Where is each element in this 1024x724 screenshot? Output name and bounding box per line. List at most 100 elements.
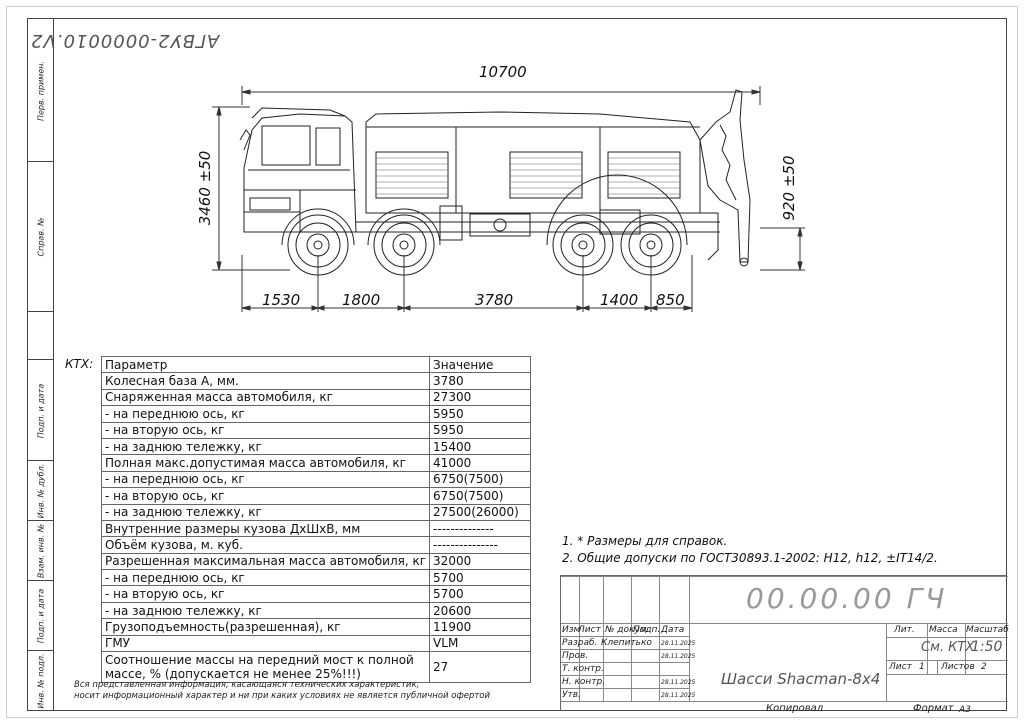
side-strip: Перв. примен. Справ. № Подп. и дата Инв.… <box>27 18 54 711</box>
specs-value: 11900 <box>429 618 531 636</box>
dim-rear-height: 920 ±50 <box>780 155 798 221</box>
tb-col-sign: Подп. <box>633 625 661 635</box>
tb-author: Клепитько <box>601 638 652 648</box>
dim-height: 3460 ±50 <box>196 150 214 226</box>
specs-header-param: Параметр <box>100 355 431 374</box>
tb-format-label: Формат <box>913 703 954 714</box>
disclaimer: Вся представленная информация, касающаяс… <box>74 680 490 702</box>
tb-lit-label: Лит. <box>894 625 915 635</box>
wheel-2 <box>373 214 435 276</box>
specs-value: VLM <box>429 634 531 653</box>
tb-title: Шасси Shacman-8x4 <box>721 670 881 688</box>
tb-sheet-label: Лист <box>889 662 912 672</box>
specs-value: 32000 <box>429 552 531 571</box>
drawing-notes: 1. * Размеры для справок. 2. Общие допус… <box>562 533 938 567</box>
tb-col-list: Лист <box>578 625 601 635</box>
tb-sheets-label: Листов <box>941 662 975 672</box>
tb-format-value: A3 <box>959 705 971 715</box>
specs-table: Параметр Значение Колесная база А, мм.37… <box>100 355 531 684</box>
specs-param: - на переднюю ось, кг <box>100 405 431 423</box>
tb-role-nkontr: Н. контр. <box>562 677 606 687</box>
specs-value: --------------- <box>429 536 531 554</box>
tb-designation: 00.00.00 ГЧ <box>746 582 948 615</box>
specs-value: 5950 <box>429 405 531 423</box>
wheel-1 <box>287 214 349 276</box>
tb-sheet-value: 1 <box>919 662 925 672</box>
specs-param: Разрешенная максимальная масса автомобил… <box>100 552 431 571</box>
tb-date-3: 28.11.2025 <box>661 679 696 686</box>
specs-param: Внутренние размеры кузова ДхШхВ, мм <box>100 519 431 538</box>
specs-row-ratio: Соотношение массы на передний мост к пол… <box>100 651 531 684</box>
specs-param: - на заднюю тележку, кг <box>100 503 431 521</box>
disclaimer-line-2: носит информационный характер и ни при к… <box>74 691 491 701</box>
rear-crane <box>699 89 751 267</box>
specs-value: 27500(26000) <box>429 503 531 521</box>
drawing-frame <box>53 18 1007 711</box>
truck-cab <box>239 107 357 233</box>
tb-scale-label: Масштаб <box>966 625 1009 635</box>
note-2: 2. Общие допуски по ГОСТ30893.1-2002: H1… <box>562 551 938 565</box>
tb-col-doc: № докум. <box>605 625 650 635</box>
specs-value: 20600 <box>429 601 531 620</box>
specs-param: Грузоподъемность(разрешенная), кг <box>100 618 431 636</box>
side-cell-first-use: Перв. примен. <box>28 19 54 162</box>
tb-mass-label: Масса <box>929 625 958 635</box>
tb-role-prov: Пров. <box>562 651 589 661</box>
side-cell-replace-inv: Взам. инв. № <box>28 521 54 581</box>
specs-param: - на переднюю ось, кг <box>100 470 431 489</box>
dim-segment-3: 3780 <box>475 291 514 309</box>
specs-row: Разрешенная максимальная масса автомобил… <box>100 552 531 571</box>
specs-value: 6750(7500) <box>429 487 531 505</box>
tb-date-4: 28.11.2025 <box>661 692 696 699</box>
wheel-4 <box>620 214 682 276</box>
height-dimension <box>212 106 290 271</box>
specs-param: - на вторую ось, кг <box>100 487 431 505</box>
specs-value: 3780 <box>429 372 531 390</box>
side-cell-sign-date-2: Подп. и дата <box>28 581 54 651</box>
note-1: 1. * Размеры для справок. <box>562 534 728 548</box>
specs-label: КТХ: <box>65 357 94 371</box>
overall-length-dimension <box>241 86 761 105</box>
tb-date-2: 28.11.2025 <box>661 653 696 660</box>
specs-header-value: Значение <box>429 355 531 374</box>
dim-segment-1: 1530 <box>262 291 301 309</box>
specs-param: - на вторую ось, кг <box>100 421 431 439</box>
tb-role-razrab: Разраб. <box>562 638 598 648</box>
wheels <box>281 174 688 276</box>
segment-dimensions <box>241 255 693 312</box>
specs-row: Внутренние размеры кузова ДхШхВ, мм-----… <box>100 519 531 538</box>
specs-param: Объём кузова, м. куб. <box>100 536 431 554</box>
specs-param: - на заднюю тележку, кг <box>100 601 431 620</box>
specs-param: - на вторую ось, кг <box>100 585 431 603</box>
tb-role-utv: Утв. <box>562 690 581 700</box>
rear-height-dimension <box>760 227 805 271</box>
specs-value: 27300 <box>429 388 531 407</box>
specs-param-ratio: Соотношение массы на передний мост к пол… <box>100 651 431 684</box>
equipment-body <box>365 111 701 214</box>
tb-sheets-value: 2 <box>981 662 987 672</box>
wheel-3 <box>552 214 614 276</box>
specs-row: Полная макс.допустимая масса автомобиля,… <box>100 454 531 472</box>
title-block: Изм Лист № докум. Подп. Дата Разраб. Кле… <box>560 575 1009 715</box>
specs-param: - на переднюю ось, кг <box>100 569 431 587</box>
tb-mass-value: См. КТХ <box>921 640 975 655</box>
tb-col-date: Дата <box>661 625 685 635</box>
specs-value: 15400 <box>429 437 531 456</box>
specs-param: ГМУ <box>100 634 431 653</box>
specs-header-row: Параметр Значение <box>100 355 531 374</box>
tb-col-izm: Изм <box>562 625 581 635</box>
dim-segment-4: 1400 <box>600 291 639 309</box>
specs-param: Полная макс.допустимая масса автомобиля,… <box>100 454 431 472</box>
specs-row: Объём кузова, м. куб.--------------- <box>100 536 531 554</box>
specs-value-ratio: 27 <box>429 651 531 684</box>
side-cell-dup-inv: Инв. № дубл. <box>28 461 54 521</box>
